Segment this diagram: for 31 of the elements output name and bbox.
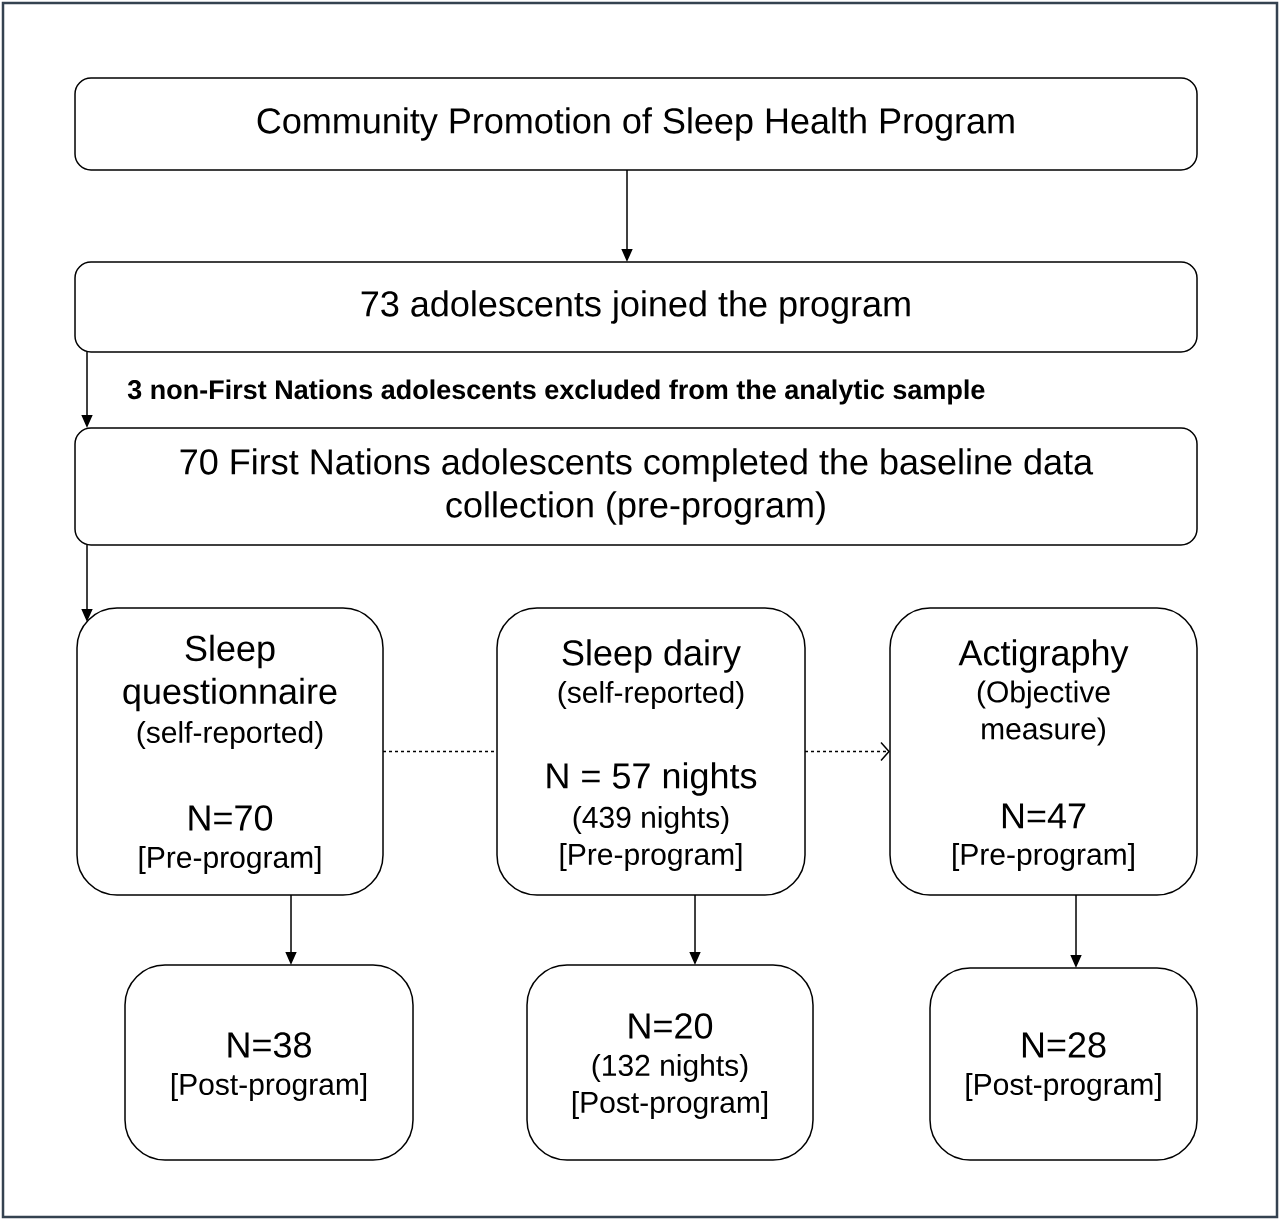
edge-label: 3 non-First Nations adolescents excluded from the analytic sample [126, 378, 987, 406]
box-text: N=28 [1022, 1032, 1106, 1058]
box-text: (439 nights) [573, 806, 729, 834]
box-text: Sleep questionnaire [123, 634, 337, 712]
box-text: N=47 [1002, 803, 1086, 829]
process-box: 73 adolescents joined the program [74, 261, 1198, 353]
box-text: (Objective measure) [977, 680, 1110, 746]
box-text: N=70 [189, 805, 273, 831]
box-text: [Post-program] [171, 1073, 367, 1101]
box-text: [Pre-program] [139, 846, 321, 874]
box-text: [Post-program] [966, 1073, 1161, 1101]
box-text: [Pre-program] [560, 843, 742, 871]
box-text: [Pre-program] [953, 843, 1134, 871]
process-box: 70 First Nations adolescents completed the baseline data collection (pre-program) [74, 427, 1198, 546]
box-text: (self-reported) [137, 721, 323, 749]
box-text: N = 57 nights [547, 762, 757, 796]
process-box [889, 607, 1198, 896]
box-text: Actigraphy [958, 639, 1129, 673]
box-text: (self-reported) [558, 681, 744, 709]
box-text: N=38 [228, 1032, 311, 1058]
process-box: Community Promotion of Sleep Health Program [74, 77, 1198, 171]
process-box [496, 607, 806, 896]
process-box [929, 967, 1198, 1161]
box-text: (132 nights) [592, 1054, 748, 1082]
arrow [804, 741, 890, 762]
box-text: N=20 [629, 1013, 713, 1039]
box-text: [Post-program] [572, 1091, 768, 1119]
box-text: Sleep dairy [562, 639, 741, 673]
process-box [76, 607, 384, 896]
process-box [124, 964, 414, 1161]
process-box [526, 964, 814, 1161]
